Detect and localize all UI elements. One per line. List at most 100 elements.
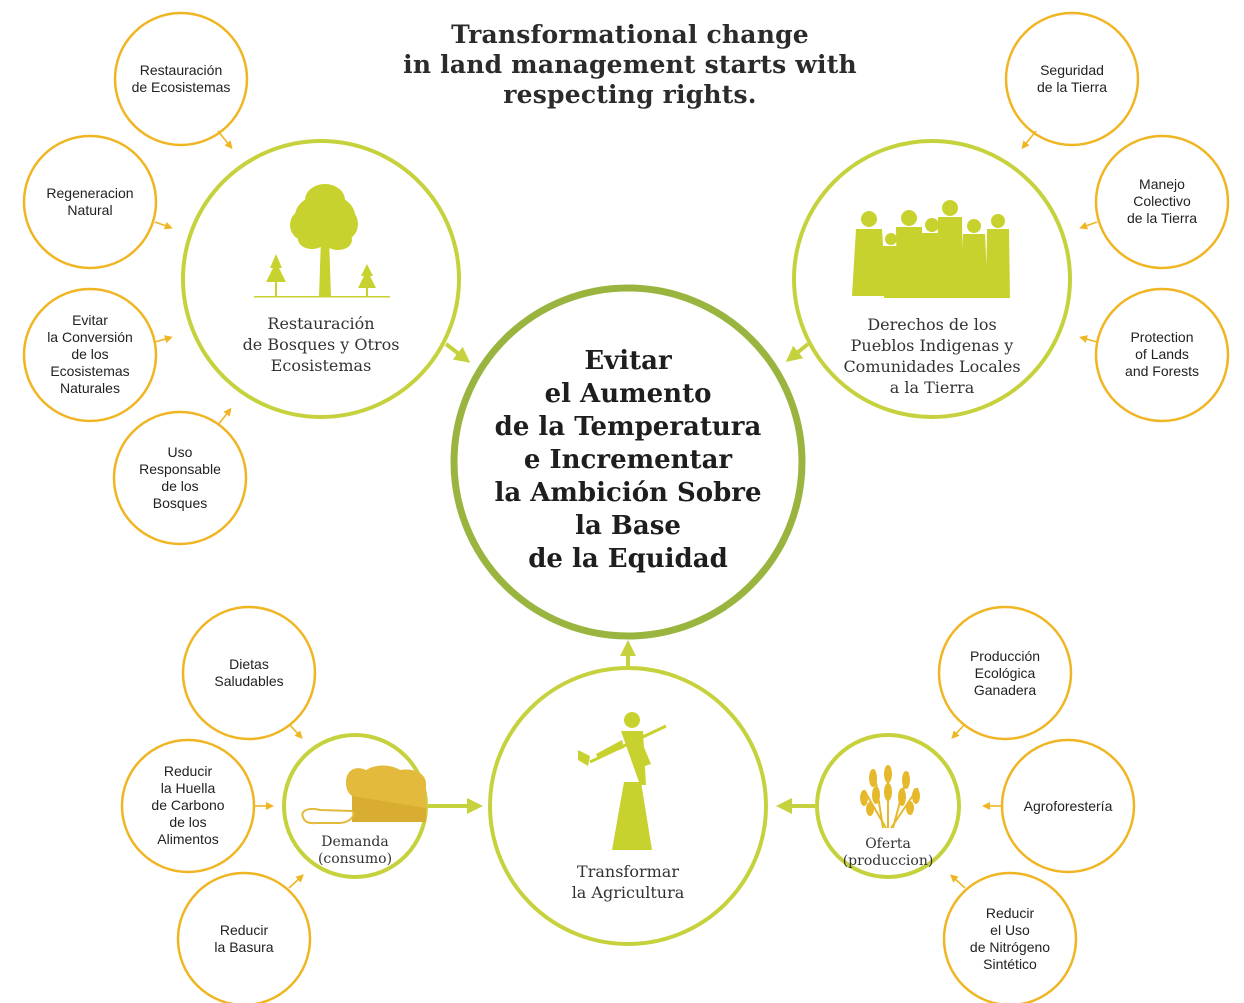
arrow-protection (1079, 335, 1098, 343)
satellite-label-agroforesteria: Agroforestería (1008, 798, 1128, 815)
satellite-line: Reducir (163, 763, 213, 779)
hub-line: de Bosques y Otros (242, 335, 400, 354)
hub-label-rights: Derechos de los Pueblos Indigenas y Comu… (827, 314, 1037, 398)
hub-line: Comunidades Locales (843, 357, 1021, 376)
satellite-circle-seguridad (1004, 11, 1140, 147)
center-line: la Base (575, 511, 681, 541)
satellite-label-basura: Reducir la Basura (184, 922, 304, 956)
satellite-line: Responsable (139, 461, 221, 477)
satellite-label-dietas: Dietas Saludables (189, 656, 309, 690)
center-line: Evitar (584, 346, 672, 376)
satellite-line: de Nitrógeno (969, 939, 1051, 955)
satellite-label-restauracion-ecosistemas: Restauración de Ecosistemas (121, 62, 241, 96)
satellite-line: of Lands (1135, 346, 1189, 362)
satellite-label-uso-responsable: Uso Responsable de los Bosques (120, 444, 240, 512)
satellite-line: Colectivo (1133, 193, 1191, 209)
arrow-rights-to-center (785, 342, 810, 363)
center-circle (450, 284, 806, 640)
arrow-forest-to-center (444, 342, 471, 363)
satellite-line: Uso (167, 444, 193, 460)
arrow-basura (288, 874, 304, 889)
hub-label-agriculture: Transformar la Agricultura (548, 861, 708, 903)
arrow-restauracion-ecosistemas (217, 130, 233, 150)
title-line: Transformational change (451, 20, 809, 49)
satellite-label-ganadera: Producción Ecológica Ganadera (945, 648, 1065, 699)
title-line: in land management starts with (403, 50, 857, 79)
satellite-line: Dietas (229, 656, 269, 672)
satellite-circle-basura (176, 871, 312, 1003)
tree-icon (254, 184, 390, 298)
title-line: respecting rights. (503, 80, 757, 109)
hub-circle-forest (181, 139, 461, 419)
farmer-icon (578, 712, 667, 850)
hub-line: Oferta (865, 836, 911, 852)
hub-line: Ecosistemas (270, 356, 372, 375)
satellite-label-huella: Reducir la Huella de Carbono de los Alim… (128, 763, 248, 848)
hub-label-supply: Oferta (produccion) (828, 836, 948, 870)
satellite-line: el Uso (990, 922, 1030, 938)
people-icon (852, 200, 1010, 298)
satellite-line: de los (71, 346, 109, 362)
satellite-circle-evitar-conversion (22, 287, 158, 423)
hub-line: (produccion) (842, 853, 934, 869)
center-line: el Aumento (544, 379, 712, 409)
satellite-line: Naturales (60, 380, 120, 396)
satellite-circle-manejo (1094, 134, 1230, 270)
arrow-nitrogeno (950, 874, 966, 889)
satellite-line: Ecosistemas (50, 363, 130, 379)
satellite-line: de los (169, 814, 207, 830)
hub-line: Pueblos Indigenas y (850, 336, 1014, 355)
satellite-line: Agroforestería (1023, 798, 1113, 814)
satellite-label-manejo: Manejo Colectivo de la Tierra (1102, 176, 1222, 227)
satellite-line: Evitar (72, 312, 108, 328)
satellite-label-regeneracion: Regeneracion Natural (30, 185, 150, 219)
satellite-line: Reducir (985, 905, 1035, 921)
hub-circle-agriculture (488, 666, 768, 946)
satellite-line: la Conversión (47, 329, 133, 345)
satellite-line: Manejo (1139, 176, 1185, 192)
satellite-line: de la Tierra (1126, 210, 1198, 226)
hub-line: Transformar (577, 862, 679, 881)
satellite-circle-restauracion-ecosistemas (113, 11, 249, 147)
hub-line: Derechos de los (867, 315, 997, 334)
arrow-manejo (1079, 221, 1098, 230)
center-line: de la Temperatura (494, 412, 762, 442)
satellite-circle-nitrogeno (942, 871, 1078, 1003)
center-label: Evitar el Aumento de la Temperatura e In… (488, 345, 768, 576)
satellite-line: Producción (969, 648, 1041, 664)
satellite-line: de la Tierra (1036, 79, 1108, 95)
hub-line: a la Tierra (889, 378, 975, 397)
hub-line: Demanda (321, 834, 389, 850)
center-line: de la Equidad (528, 544, 728, 574)
satellite-line: Alimentos (157, 831, 219, 847)
hub-line: Restauración (267, 314, 375, 333)
satellite-label-protection: Protection of Lands and Forests (1102, 329, 1222, 380)
satellite-line: Seguridad (1040, 62, 1104, 78)
hub-label-forest: Restauración de Bosques y Otros Ecosiste… (231, 313, 411, 376)
satellite-line: Sintético (983, 956, 1037, 972)
satellite-line: Reducir (219, 922, 269, 938)
page-title: Transformational change in land manageme… (380, 20, 880, 110)
arrow-seguridad (1021, 130, 1037, 150)
satellite-circle-ganadera (937, 605, 1073, 741)
satellite-line: de los (161, 478, 199, 494)
arrow-ganadera (951, 723, 966, 739)
satellite-line: Restauración (139, 62, 223, 78)
hub-circle-rights (792, 139, 1072, 419)
hub-label-demand: Demanda (consumo) (300, 834, 410, 868)
center-line: e Incrementar (523, 445, 733, 475)
satellite-line: and Forests (1125, 363, 1199, 379)
satellite-line: Ecológica (974, 665, 1036, 681)
wheat-icon (860, 765, 920, 829)
arrow-evitar-conversion (154, 335, 173, 343)
satellite-line: de Ecosistemas (131, 79, 231, 95)
satellite-label-evitar-conversion: Evitar la Conversión de los Ecosistemas … (30, 312, 150, 397)
satellite-line: la Basura (214, 939, 274, 955)
satellite-line: de Carbono (151, 797, 225, 813)
satellite-circle-uso-responsable (112, 410, 248, 546)
satellite-line: Saludables (214, 673, 284, 689)
satellite-line: Ganadera (973, 682, 1037, 698)
hub-line: (consumo) (317, 851, 393, 867)
bread-icon (301, 765, 426, 825)
